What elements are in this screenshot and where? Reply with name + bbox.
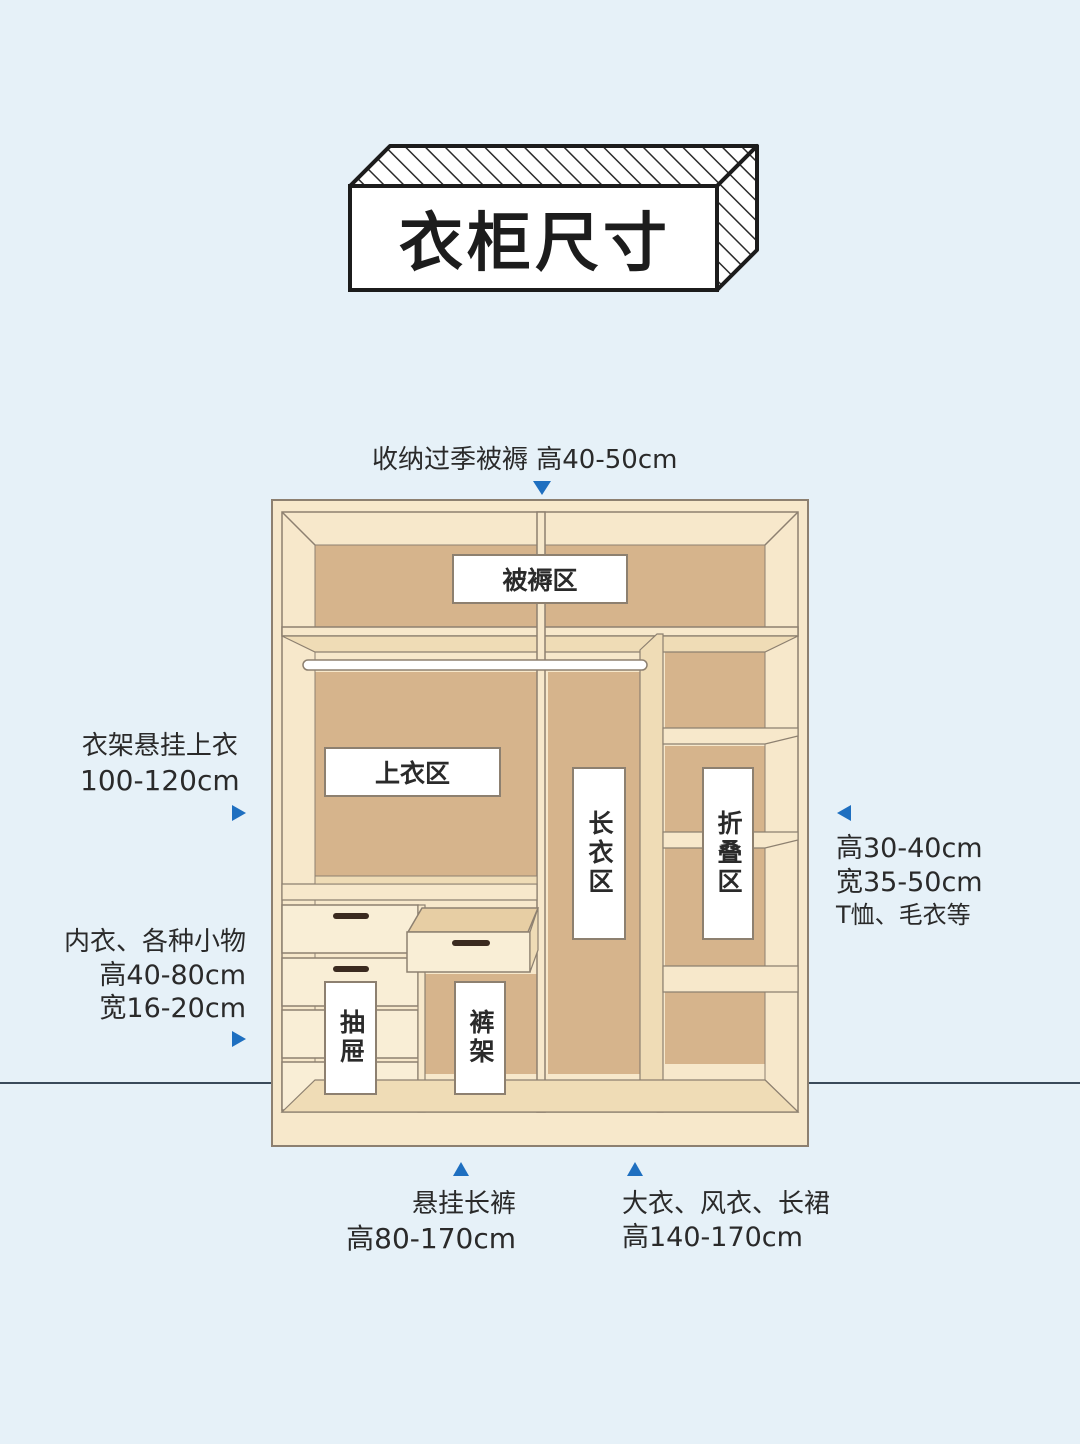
note-line: 内衣、各种小物 [63,927,246,957]
note-line: 衣架悬挂上衣 [81,731,238,761]
arrow-left-drawer [232,1031,246,1047]
note-line: 宽35-50cm [836,866,983,898]
note-line: T恤、毛衣等 [836,900,971,929]
arrow-left-hanging [232,805,246,821]
note-line: 宽16-20cm [99,993,246,1025]
note-top: 收纳过季被褥 高40-50cm [372,444,677,477]
arrow-right-fold [837,805,851,821]
note-line: 100-120cm [80,763,240,797]
note-line: 高140-170cm [622,1221,803,1253]
arrow-markers [232,481,851,1176]
note-line: 高40-80cm [99,959,246,991]
title-box [348,144,759,292]
note-left-drawer: 内衣、各种小物 高40-80cm 宽16-20cm [56,926,246,1026]
note-left-hanging: 衣架悬挂上衣 100-120cm [80,730,240,798]
note-top-text: 收纳过季被褥 高40-50cm [372,445,678,475]
page-title: 衣柜尺寸 [399,207,671,281]
note-right-fold: 高30-40cm 宽35-50cm T恤、毛衣等 [836,832,983,930]
zone-fold-label: 折叠区 [702,767,754,940]
arrow-top [533,481,551,495]
arrow-bottom-pants [453,1162,469,1176]
zone-tops-label: 上衣区 [324,747,501,797]
zone-quilt-label: 被褥区 [452,554,628,604]
zone-drawer-label: 抽屉 [324,981,377,1095]
zone-pants-rack-label: 裤架 [454,981,506,1095]
note-line: 高30-40cm [836,833,983,864]
note-bottom-coats: 大衣、风衣、长裙 高140-170cm [622,1188,830,1254]
note-line: 悬挂长裤 [411,1189,516,1219]
note-bottom-pants: 悬挂长裤 高80-170cm [326,1188,516,1256]
note-line: 大衣、风衣、长裙 [622,1189,831,1219]
zone-long-label: 长衣区 [572,767,626,940]
arrow-bottom-coats [627,1162,643,1176]
note-line: 高80-170cm [346,1221,516,1255]
